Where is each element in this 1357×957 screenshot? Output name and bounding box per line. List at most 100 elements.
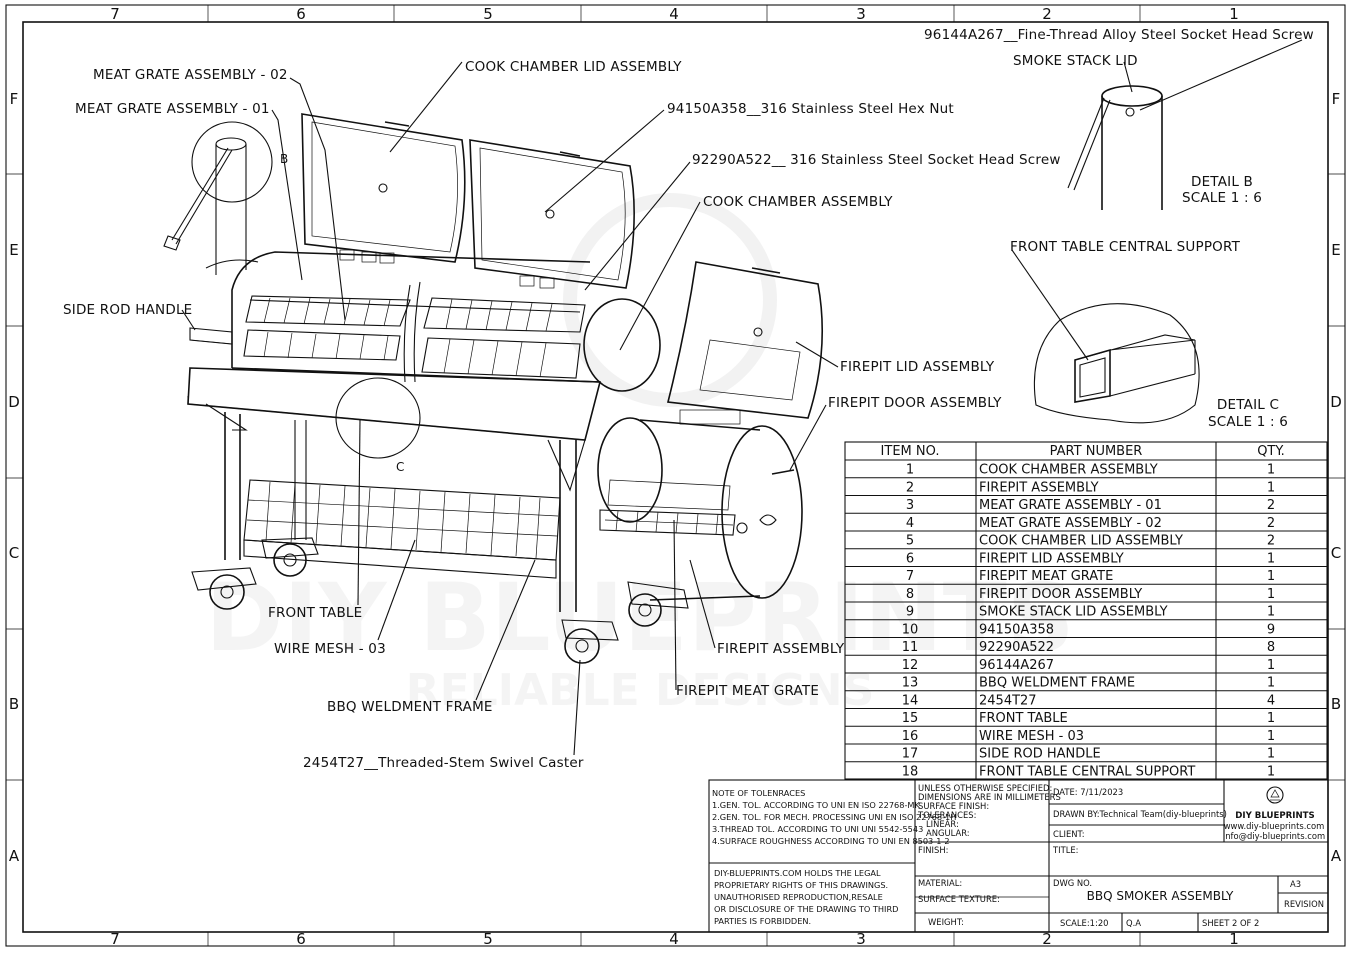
title-block: NOTE OF TOLENRACES 1.GEN. TOL. ACCORDING… [708,779,1329,933]
zone-row-right-f: F [1332,90,1341,108]
callout-caster: 2454T27__Threaded-Stem Swivel Caster [303,755,584,771]
client-field: CLIENT: [1053,829,1085,839]
sheet-size: A3 [1290,879,1301,889]
zone-col-top-1: 1 [1229,5,1239,23]
spec-line-3: SURFACE FINISH: [918,801,989,811]
zone-col-bottom-7: 7 [110,930,120,948]
bom-item-no: 11 [902,640,919,655]
bom-qty: 1 [1267,729,1275,744]
zone-row-right-d: D [1330,393,1342,411]
detail-b-marker: B [280,152,288,166]
rights-line-5: PARTIES IS FORBIDDEN. [714,916,811,926]
callout-firepit-assembly: FIREPIT ASSEMBLY [717,641,845,657]
detail-c-marker: C [396,460,405,474]
bom-header-part: PART NUMBER [1050,444,1143,459]
bom-part-number: FIREPIT ASSEMBLY [979,480,1099,495]
rights-line-3: UNAUTHORISED REPRODUCTION,RESALE [714,892,883,902]
drawn-by-field: DRAWN BY:Technical Team(diy-blueprints) [1053,809,1227,819]
bom-part-number: BBQ WELDMENT FRAME [979,676,1135,691]
title-label: TITLE: [1052,845,1078,855]
bom-qty: 1 [1267,764,1275,779]
callout-leaders [181,61,839,756]
zone-col-top-3: 3 [856,5,866,23]
bom-item-no: 18 [902,764,919,779]
bom-item-no: 6 [906,551,914,566]
cook-chamber-lids [301,113,635,289]
weldment-frame [205,403,586,612]
bom-rows: 1 COOK CHAMBER ASSEMBLY 1 2 FIREPIT ASSEMBLY… [845,459,1327,779]
bom-qty: 2 [1267,516,1275,531]
bom-item-no: 7 [906,569,914,584]
bom-item-no: 3 [906,498,914,513]
callout-front-table: FRONT TABLE [268,605,362,621]
zone-col-bottom-1: 1 [1229,930,1239,948]
callout-smoke-stack-lid: SMOKE STACK LID [1013,53,1138,69]
zone-col-bottom-6: 6 [296,930,306,948]
spec-line-4: TOLERANCES: [917,810,976,820]
bom-item-no: 14 [902,693,919,708]
zone-col-bottom-4: 4 [669,930,679,948]
drawing-title: BBQ SMOKER ASSEMBLY [1087,889,1234,903]
callout-firepit-meat-grate: FIREPIT MEAT GRATE [676,683,819,699]
notes-title: NOTE OF TOLENRACES [712,788,805,798]
bom-part-number: 92290A522 [979,640,1054,655]
bom-part-number: COOK CHAMBER LID ASSEMBLY [979,534,1183,549]
rights-line-1: DIY-BLUEPRINTS.COM HOLDS THE LEGAL [714,868,881,878]
zone-col-top-6: 6 [296,5,306,23]
bom-part-number: SIDE ROD HANDLE [979,747,1101,762]
detail-c-view: FRONT TABLE CENTRAL SUPPORT DETAIL C SCA… [1010,239,1288,430]
bom-part-number: 2454T27 [979,693,1037,708]
company-logo [1266,786,1284,804]
bom-part-number: WIRE MESH - 03 [979,729,1084,744]
casters [191,537,689,664]
callout-screw-96144: 96144A267__Fine-Thread Alloy Steel Socke… [924,27,1314,43]
bom-qty: 8 [1267,640,1275,655]
bom-part-number: COOK CHAMBER ASSEMBLY [979,463,1158,478]
bom-item-no: 1 [906,463,914,478]
callout-firepit-lid: FIREPIT LID ASSEMBLY [840,359,995,375]
bom-qty: 1 [1267,747,1275,762]
bom-qty: 1 [1267,711,1275,726]
qa-field: Q.A [1126,918,1141,928]
zone-row-left-f: F [10,90,19,108]
zone-col-bottom-5: 5 [483,930,493,948]
company-website: www.diy-blueprints.com [1224,821,1325,831]
bom-qty: 1 [1267,551,1275,566]
bom-part-number: MEAT GRATE ASSEMBLY - 01 [979,498,1162,513]
rights-line-2: PROPRIETARY RIGHTS OF THIS DRAWINGS. [714,880,888,890]
callout-meat-grate-02: MEAT GRATE ASSEMBLY - 02 [93,67,288,83]
bom-qty: 2 [1267,534,1275,549]
weight-label: WEIGHT: [928,917,964,927]
zone-ticks [6,5,1345,946]
bom-part-number: MEAT GRATE ASSEMBLY - 02 [979,516,1162,531]
watermark-line2: RELIABLE DESIGNS [406,665,875,716]
firepit [597,409,803,601]
zone-col-bottom-2: 2 [1042,930,1052,948]
detail-b-view: 96144A267__Fine-Thread Alloy Steel Socke… [924,27,1314,210]
detail-b-circle [191,121,273,203]
outer-border [5,4,1346,947]
note-3: 3.THREAD TOL. ACCORDING TO UNI UNI 5542-… [712,824,923,834]
bom-item-no: 13 [902,676,919,691]
bom-qty: 1 [1267,605,1275,620]
bom-item-no: 8 [906,587,914,602]
bom-qty: 1 [1267,569,1275,584]
callout-table-support: FRONT TABLE CENTRAL SUPPORT [1010,239,1241,255]
detail-c-scale: SCALE 1 : 6 [1208,414,1288,430]
note-1: 1.GEN. TOL. ACCORDING TO UNI EN ISO 2276… [712,800,920,810]
surface-texture-label: SURFACE TEXTURE: [918,894,1000,904]
bom-qty: 1 [1267,676,1275,691]
detail-b-scale: SCALE 1 : 6 [1182,190,1262,206]
bom-part-number: FIREPIT MEAT GRATE [979,569,1113,584]
scale-field: SCALE:1:20 [1060,918,1108,928]
note-2: 2.GEN. TOL. FOR MECH. PROCESSING UNI EN … [712,812,956,822]
bom-item-no: 4 [906,516,914,531]
zone-row-labels: F E D C B A F E D C B A [8,90,1342,865]
zone-row-left-e: E [9,241,18,259]
zone-row-right-a: A [1331,847,1342,865]
bom-part-number: 96144A267 [979,658,1054,673]
company-email: info@diy-blueprints.com [1223,831,1325,841]
front-table [187,327,602,441]
